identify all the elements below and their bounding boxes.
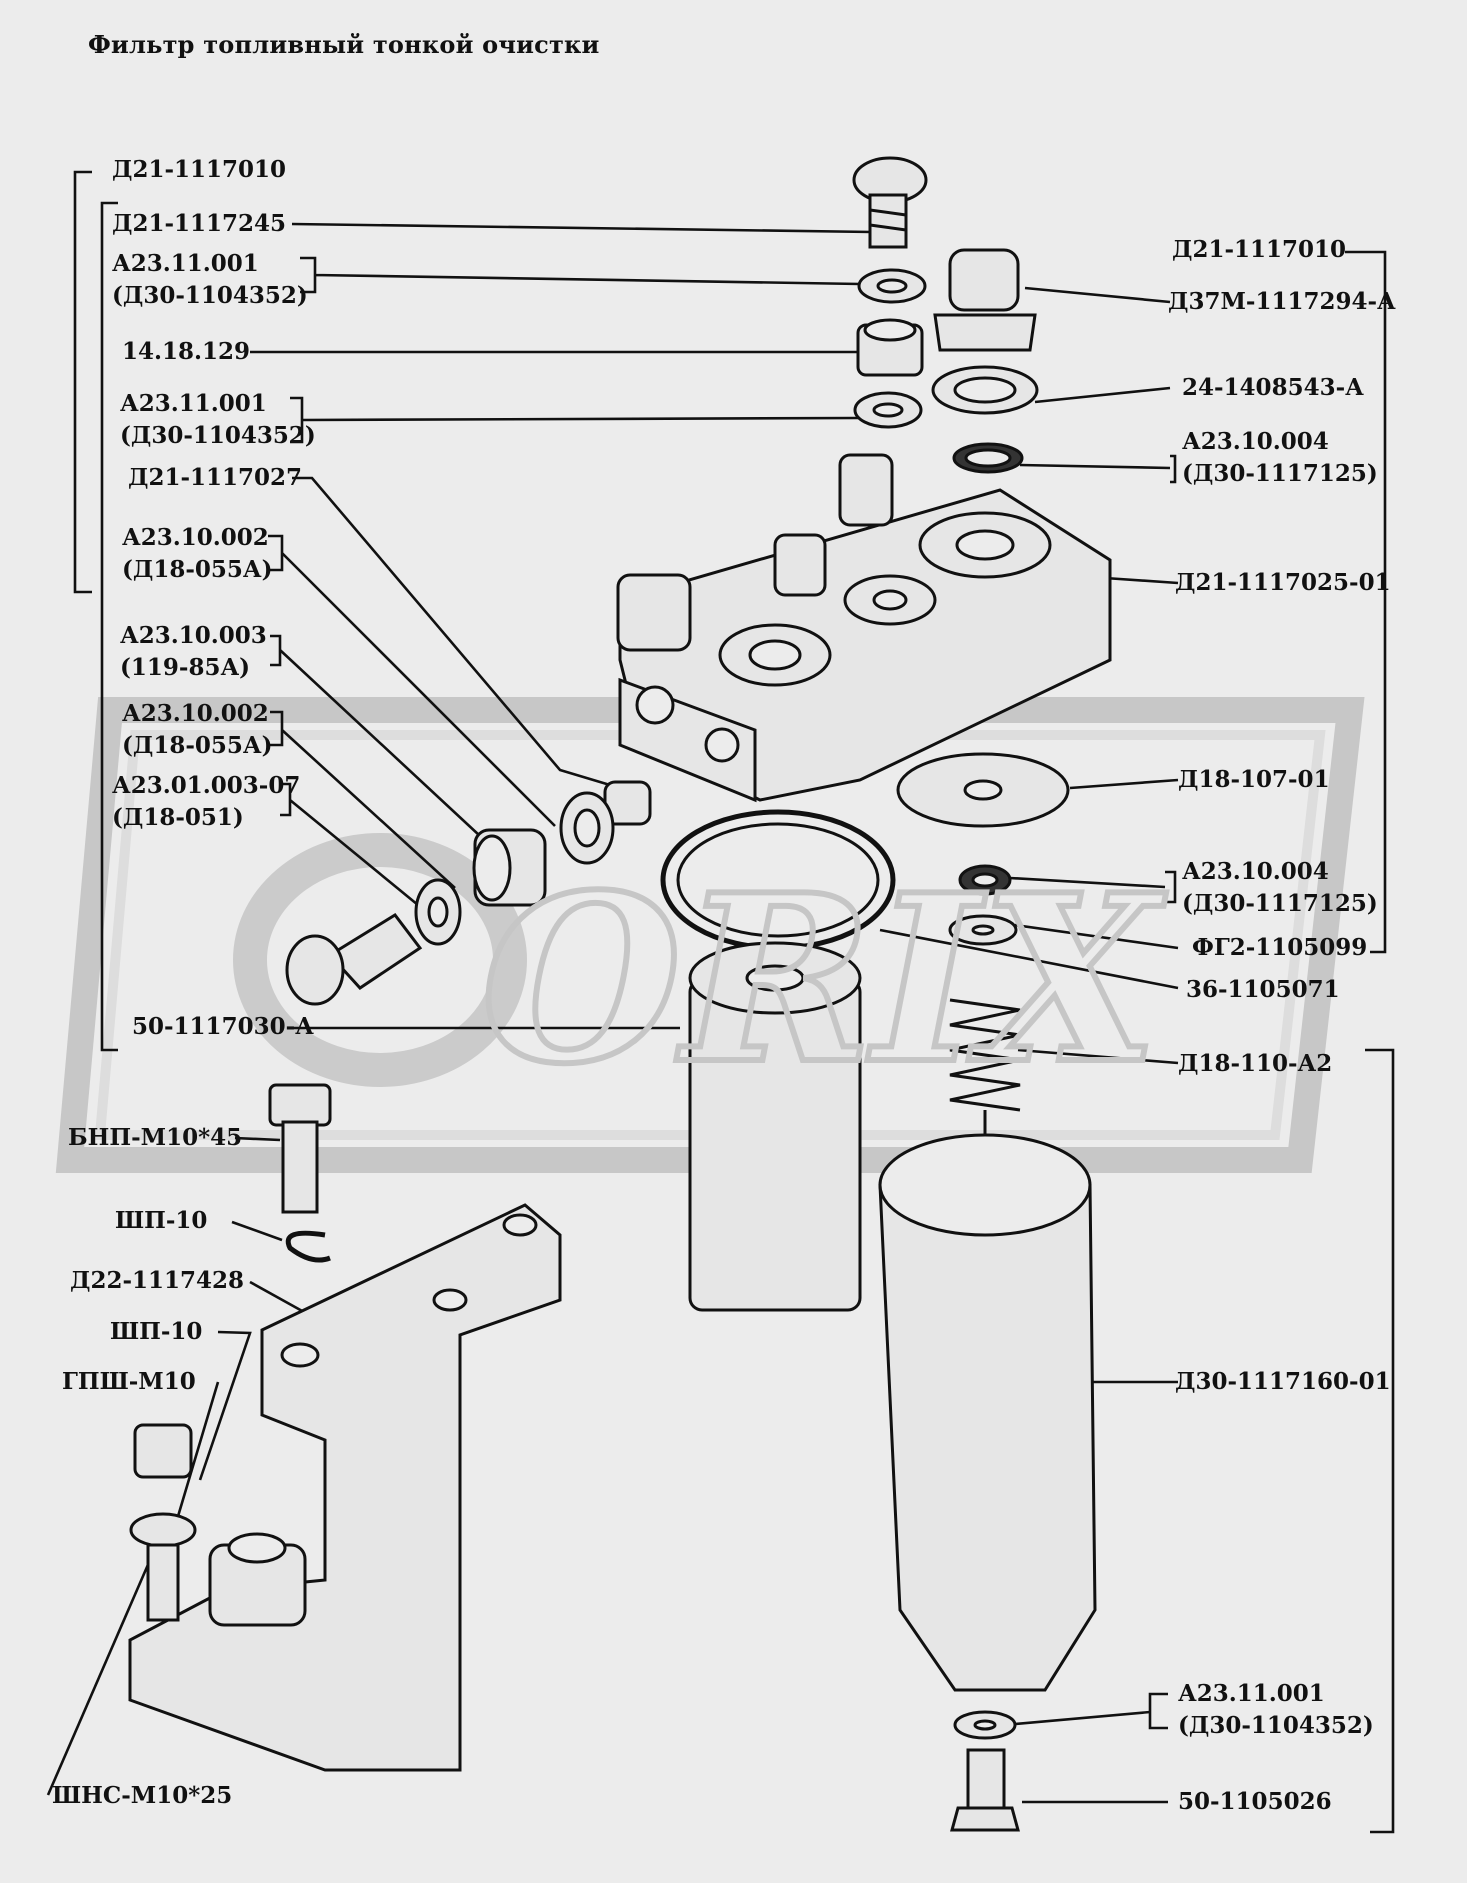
label-50-1117030-a: 50-1117030-А [132, 1013, 314, 1040]
label-d18-055a-1: (Д18-055А) [122, 556, 273, 583]
leader-lines [46, 170, 1395, 1834]
label-d30-1117125-1: (Д30-1117125) [1182, 460, 1378, 487]
label-shns-m10x25: ШНС-М10*25 [52, 1782, 233, 1809]
label-d30-1104352-right: (Д30-1104352) [1178, 1712, 1374, 1739]
label-d21-1117025-01: Д21-1117025-01 [1175, 569, 1391, 596]
label-a23-11-001-1: А23.11.001 [112, 250, 259, 277]
label-a23-10-002-2: А23.10.002 [122, 700, 269, 727]
label-d18-110-a2: Д18-110-А2 [1178, 1050, 1333, 1077]
label-shp-10-2: ШП-10 [110, 1318, 203, 1345]
label-d30-1104352-1: (Д30-1104352) [112, 282, 308, 309]
label-36-1105071: 36-1105071 [1186, 976, 1340, 1003]
label-d18-051: (Д18-051) [112, 804, 244, 831]
label-d37m-1117294-a: Д37М-1117294-А [1168, 288, 1396, 315]
label-d21-1117245: Д21-1117245 [112, 210, 287, 237]
label-119-85a: (119-85А) [120, 654, 251, 681]
label-d18-107-01: Д18-107-01 [1178, 766, 1330, 793]
label-a23-10-004-1: А23.10.004 [1182, 428, 1329, 455]
label-d21-1117010-right: Д21-1117010 [1172, 236, 1347, 263]
label-d22-1117428: Д22-1117428 [70, 1267, 245, 1294]
label-a23-11-001-right: А23.11.001 [1178, 1680, 1325, 1707]
label-shp-10-1: ШП-10 [115, 1207, 208, 1234]
label-gpsh-m10: ГПШ-М10 [62, 1368, 196, 1395]
label-14-18-129: 14.18.129 [122, 338, 251, 365]
label-d21-1117010-left: Д21-1117010 [112, 156, 287, 183]
page-title: Фильтр топливный тонкой очистки [88, 30, 600, 59]
label-bnp-m10x45: БНП-М10*45 [68, 1124, 243, 1151]
label-a23-01-003-07: А23.01.003-07 [112, 772, 301, 799]
label-d30-1117160-01: Д30-1117160-01 [1175, 1368, 1391, 1395]
parts [128, 156, 1112, 1832]
label-d30-1104352-2: (Д30-1104352) [120, 422, 316, 449]
label-fg2-1105099: ФГ2-1105099 [1192, 934, 1368, 961]
label-d18-055a-2: (Д18-055А) [122, 732, 273, 759]
label-d30-1117125-2: (Д30-1117125) [1182, 890, 1378, 917]
label-a23-10-003: А23.10.003 [120, 622, 267, 649]
label-a23-10-002-1: А23.10.002 [122, 524, 269, 551]
label-a23-10-004-2: А23.10.004 [1182, 858, 1329, 885]
label-24-1408543-a: 24-1408543-А [1182, 374, 1364, 401]
label-50-1105026: 50-1105026 [1178, 1788, 1332, 1815]
label-d21-1117027: Д21-1117027 [128, 464, 303, 491]
label-a23-11-001-2: А23.11.001 [120, 390, 267, 417]
